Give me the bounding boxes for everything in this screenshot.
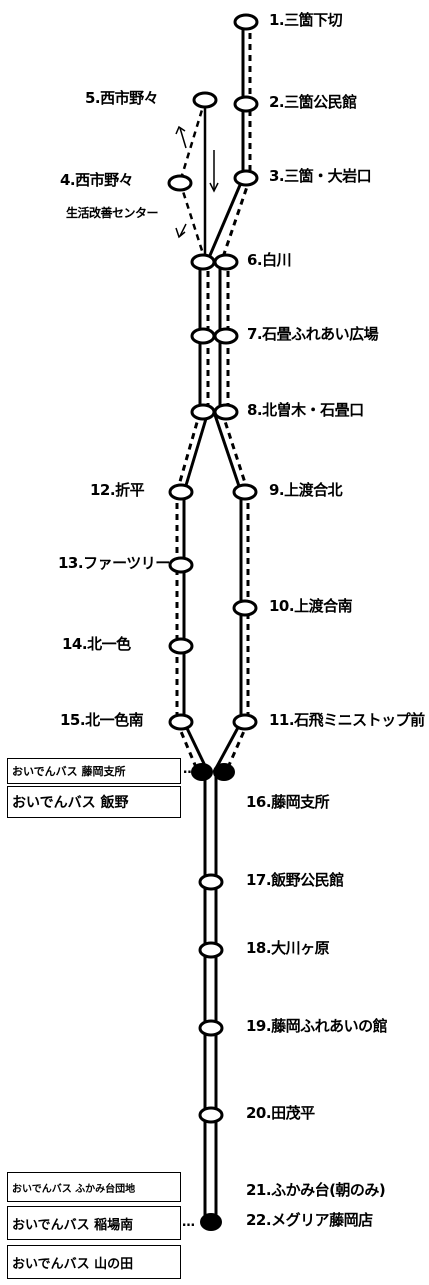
- stop-marker-10: [232, 599, 258, 617]
- stop-marker-7: [213, 327, 239, 345]
- stop-marker-2: [233, 95, 259, 113]
- stop-marker-13: [168, 556, 194, 574]
- stop-label-7: 7.石畳ふれあい広場: [247, 325, 379, 343]
- route-line-solid: [212, 721, 243, 773]
- stop-marker-8: [190, 403, 216, 421]
- stop-marker-4: [167, 174, 193, 192]
- stop-label-22: 22.メグリア藤岡店: [246, 1211, 373, 1229]
- stop-marker-17: [198, 873, 224, 891]
- transfer-marker-22: [200, 1213, 222, 1231]
- stop-label-4: 4.西市野々: [60, 171, 134, 189]
- stop-label-15: 15.北一色南: [60, 711, 144, 729]
- route-line-dashed: [178, 99, 207, 183]
- stop-label-11: 11.石飛ミニストップ前: [269, 711, 425, 729]
- transfer-box-fujioka-shisho: おいでんバス 藤岡支所: [7, 758, 181, 784]
- stop-label-2: 2.三箇公民館: [269, 93, 357, 111]
- stop-label-10: 10.上渡合南: [269, 597, 353, 615]
- stop-marker-14: [168, 637, 194, 655]
- connector-dots: …: [182, 1215, 195, 1230]
- stop-marker-6: [190, 253, 216, 271]
- transfer-box-iino: おいでんバス 飯野: [7, 786, 181, 818]
- stop-label-8: 8.北曽木・石畳口: [247, 401, 364, 419]
- transfer-box-yamanota: おいでんバス 山の田: [7, 1245, 181, 1279]
- stop-marker-11: [232, 713, 258, 731]
- stop-label-21: 21.ふかみ台(朝のみ): [246, 1181, 386, 1199]
- stop-label-6: 6.白川: [247, 251, 292, 269]
- route-line-dashed: [220, 411, 250, 493]
- route-line-solid: [182, 411, 210, 493]
- stop-marker-7: [190, 327, 216, 345]
- stop-marker-12: [168, 483, 194, 501]
- stop-label-18: 18.大川ヶ原: [246, 939, 330, 957]
- transfer-marker-16: [191, 763, 213, 781]
- transfer-marker-16: [213, 763, 235, 781]
- route-line-dashed: [175, 721, 200, 773]
- stop-marker-9: [232, 483, 258, 501]
- transfer-box-fukamidai-danchi: おいでんバス ふかみ台団地: [7, 1172, 181, 1202]
- stop-marker-8: [213, 403, 239, 421]
- stop-marker-15: [168, 713, 194, 731]
- stop-marker-20: [198, 1106, 224, 1124]
- direction-arrows: [175, 125, 219, 239]
- stop-marker-1: [233, 13, 259, 31]
- route-line-solid: [206, 177, 245, 261]
- stop-marker-5: [192, 91, 218, 109]
- stop-label-5: 5.西市野々: [85, 89, 159, 107]
- stop-marker-18: [198, 941, 224, 959]
- stop-marker-19: [198, 1019, 224, 1037]
- stop-label-1: 1.三箇下切: [269, 11, 343, 29]
- route-line-solid: [212, 411, 243, 493]
- route-line-dashed: [175, 411, 202, 493]
- stop-marker-3: [233, 169, 259, 187]
- stop-label-4-sub: 生活改善センター: [66, 206, 159, 220]
- stop-marker-6: [213, 253, 239, 271]
- stop-label-14: 14.北一色: [62, 635, 131, 653]
- route-line-dashed: [220, 177, 252, 261]
- stop-label-17: 17.飯野公民館: [246, 871, 344, 889]
- transfer-box-inabaminami: おいでんバス 稲場南: [7, 1206, 181, 1240]
- stop-label-9: 9.上渡合北: [269, 481, 343, 499]
- stop-label-19: 19.藤岡ふれあいの館: [246, 1017, 388, 1035]
- stop-label-3: 3.三箇・大岩口: [269, 167, 372, 185]
- stop-label-20: 20.田茂平: [246, 1104, 315, 1122]
- connector-dots: …: [183, 762, 196, 777]
- route-line-dashed: [178, 181, 207, 261]
- stop-label-16: 16.藤岡支所: [246, 793, 330, 811]
- route-line-dashed: [224, 721, 250, 773]
- stop-label-13: 13.ファーツリー: [58, 554, 170, 572]
- stop-label-12: 12.折平: [90, 481, 145, 499]
